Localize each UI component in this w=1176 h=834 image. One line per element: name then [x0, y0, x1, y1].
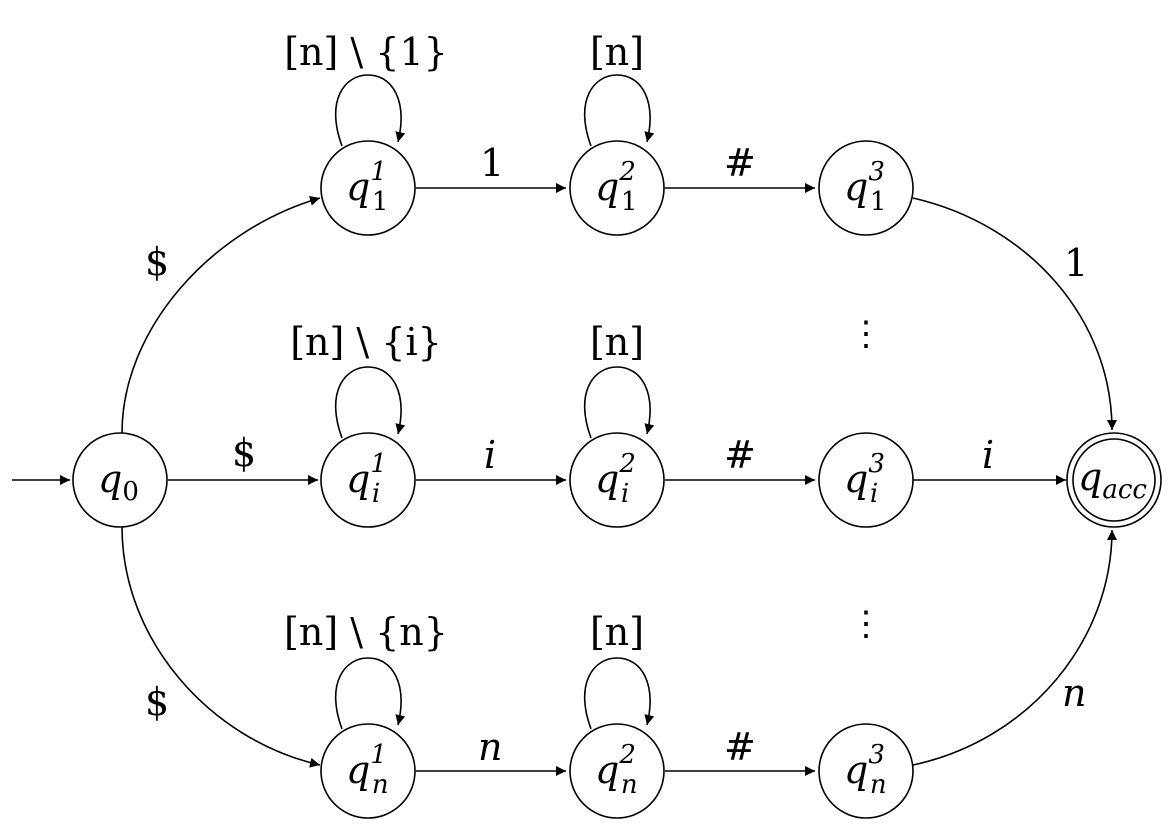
- svg-text:q1n: q1n: [346, 740, 389, 800]
- ellipsis-upper: ⋮: [849, 314, 883, 354]
- state-q0: q0: [72, 432, 168, 528]
- state-qacc-accepting: qacc: [1066, 432, 1162, 528]
- label-q1-3-qacc: 1: [1064, 241, 1088, 285]
- label-qn-2-qn-3: #: [724, 725, 756, 769]
- svg-text:q0: q0: [98, 457, 139, 507]
- svg-text:q11: q11: [346, 157, 388, 217]
- label-qi-1-qi-2: i: [484, 433, 496, 477]
- ellipsis-lower: ⋮: [849, 604, 883, 644]
- label-qn-3-qacc: n: [1062, 671, 1086, 715]
- loop-label-qn-1: [n] \ {n}: [284, 610, 448, 654]
- label-qi-3-qacc: i: [982, 433, 994, 477]
- loop-label-qi-2: [n]: [590, 320, 644, 364]
- edge-q0-qn-1: [121, 526, 321, 768]
- edge-q0-q1-1: [121, 195, 321, 434]
- loop-qn-2: [583, 657, 655, 730]
- loop-label-qn-2: [n]: [590, 610, 644, 654]
- svg-text:q21: q21: [595, 157, 637, 217]
- svg-text:q1i: q1i: [346, 449, 387, 509]
- svg-text:q2n: q2n: [595, 740, 638, 800]
- svg-text:q3n: q3n: [844, 740, 887, 800]
- edge-qn-3-qacc: [912, 529, 1117, 766]
- label-q0-qn-1: $: [145, 680, 169, 724]
- loop-label-q1-1: [n] \ {1}: [284, 30, 448, 74]
- label-q0-qi-1: $: [232, 431, 256, 475]
- svg-text:q31: q31: [844, 157, 886, 217]
- label-q1-1-q1-2: 1: [480, 141, 504, 185]
- svg-text:qacc: qacc: [1078, 455, 1147, 505]
- loop-q1-1: [334, 74, 406, 147]
- label-q1-2-q1-3: #: [724, 141, 756, 185]
- edge-q1-3-qacc: [912, 197, 1117, 431]
- loop-qi-2: [583, 366, 655, 439]
- label-qi-2-qi-3: #: [724, 433, 756, 477]
- label-qn-1-qn-2: n: [478, 725, 502, 769]
- svg-text:q3i: q3i: [844, 449, 885, 509]
- loop-qn-1: [334, 657, 406, 730]
- svg-text:q2i: q2i: [595, 449, 636, 509]
- loop-q1-2: [583, 74, 655, 147]
- loop-qi-1: [334, 366, 406, 439]
- loop-label-q1-2: [n]: [590, 30, 644, 74]
- loop-label-qi-1: [n] \ {i}: [290, 320, 442, 364]
- label-q0-q1-1: $: [145, 240, 169, 284]
